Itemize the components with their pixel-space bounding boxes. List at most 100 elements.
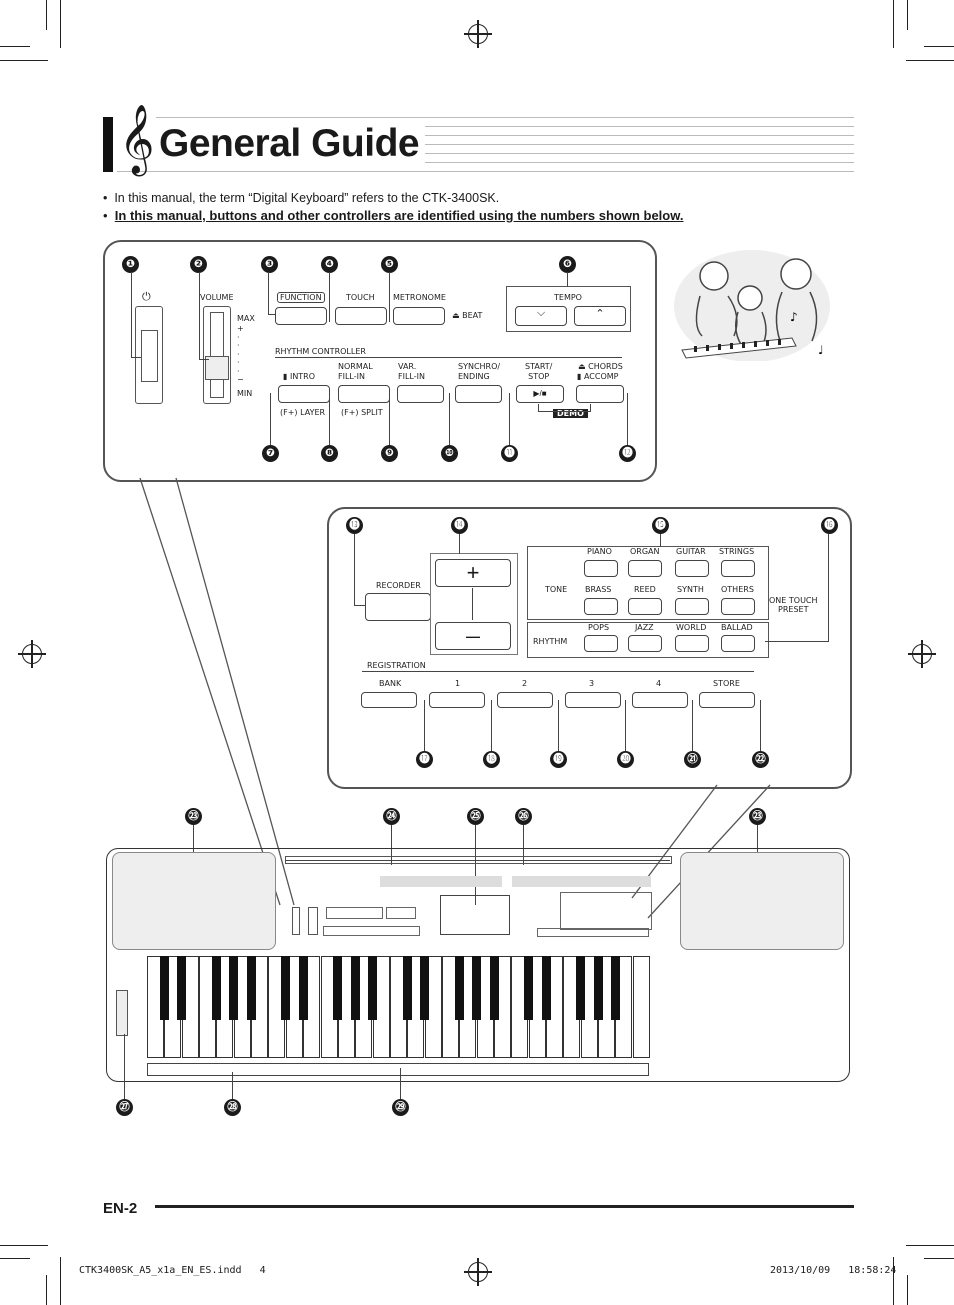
tone-piano-button[interactable] [584, 560, 618, 577]
tone-synth-button[interactable] [675, 598, 709, 615]
function-button[interactable] [275, 307, 327, 325]
rhythm-pops-button[interactable] [584, 635, 618, 652]
black-key[interactable] [211, 956, 221, 1020]
rhythm-world-button[interactable] [675, 635, 709, 652]
page-title: General Guide [155, 119, 426, 169]
callout-24: ㉔ [383, 808, 400, 825]
reg-1-button[interactable] [429, 692, 485, 708]
start-stop-button[interactable]: ▶/■ [516, 385, 564, 403]
black-key[interactable] [350, 956, 360, 1020]
reg-4-label: 4 [656, 679, 662, 688]
tone-brass-button[interactable] [584, 598, 618, 615]
black-key[interactable] [610, 956, 620, 1020]
black-key[interactable] [246, 956, 256, 1020]
reg-store-label: STORE [713, 679, 740, 688]
minus-button[interactable]: — [435, 622, 511, 650]
touch-button[interactable] [335, 307, 387, 325]
black-key[interactable] [229, 956, 239, 1020]
tone-guitar-button[interactable] [675, 560, 709, 577]
black-key[interactable] [420, 956, 430, 1020]
volume-scale-marks: +·····− [237, 324, 244, 384]
black-key[interactable] [472, 956, 482, 1020]
volume-label: VOLUME [200, 293, 234, 302]
reg-2-button[interactable] [497, 692, 553, 708]
registration-mark-top [464, 20, 492, 48]
black-key[interactable] [298, 956, 308, 1020]
plus-button[interactable]: + [435, 559, 511, 587]
tempo-down-button[interactable]: ⌵ [515, 306, 567, 326]
power-switch[interactable] [135, 306, 163, 404]
layer-label: (F+) LAYER [280, 408, 326, 417]
tone-organ-label: ORGAN [630, 547, 660, 556]
touch-label: TOUCH [346, 293, 375, 302]
rhythm-controller-label: RHYTHM CONTROLLER [275, 347, 366, 356]
start-stop-label: START/ STOP [525, 362, 553, 381]
black-key[interactable] [524, 956, 534, 1020]
callout-10: ❿ [441, 445, 458, 462]
reg-3-label: 3 [589, 679, 595, 688]
reg-bank-button[interactable] [361, 692, 417, 708]
black-key[interactable] [402, 956, 412, 1020]
black-key[interactable] [368, 956, 378, 1020]
pitch-bend-wheel[interactable] [116, 990, 128, 1036]
var-fill-in-button[interactable] [397, 385, 444, 403]
black-key[interactable] [159, 956, 169, 1020]
black-key[interactable] [333, 956, 343, 1020]
normal-fill-label: NORMAL FILL-IN [338, 362, 373, 381]
rhythm-jazz-label: JAZZ [635, 623, 654, 632]
tone-others-label: OTHERS [721, 585, 754, 594]
callout-11: ⓫ [501, 445, 518, 462]
tone-reed-button[interactable] [628, 598, 662, 615]
black-key[interactable] [177, 956, 187, 1020]
callout-20: ⓴ [617, 751, 634, 768]
chords-label: ⏏ CHORDS [578, 362, 623, 371]
synchro-ending-button[interactable] [455, 385, 502, 403]
registration-mark-bottom [464, 1258, 492, 1286]
black-key[interactable] [489, 956, 499, 1020]
family-playing-illustration: ♪ ♩ [674, 250, 830, 361]
rhythm-label: RHYTHM [533, 637, 568, 646]
volume-slider[interactable] [203, 306, 231, 404]
accomp-button[interactable] [576, 385, 624, 403]
intro-label: ▮ INTRO [283, 372, 316, 381]
tone-strings-button[interactable] [721, 560, 755, 577]
callout-23-left: ㉓ [185, 808, 202, 825]
registration-label: REGISTRATION [367, 661, 426, 670]
reg-4-button[interactable] [632, 692, 688, 708]
reg-3-button[interactable] [565, 692, 621, 708]
callout-17: ⓱ [416, 751, 433, 768]
bullet-1: • In this manual, the term “Digital Keyb… [103, 191, 500, 205]
black-key[interactable] [576, 956, 586, 1020]
rhythm-pops-label: POPS [588, 623, 610, 632]
music-stand-slot [285, 856, 672, 864]
reg-store-button[interactable] [699, 692, 755, 708]
recorder-button[interactable] [365, 593, 431, 621]
black-key[interactable] [281, 956, 291, 1020]
reg-2-label: 2 [522, 679, 528, 688]
rhythm-ballad-button[interactable] [721, 635, 755, 652]
tone-guitar-label: GUITAR [676, 547, 706, 556]
accomp-label: ▮ ACCOMP [577, 372, 619, 381]
callout-2: ❷ [190, 256, 207, 273]
reg-1-label: 1 [455, 679, 461, 688]
footer-filename: CTK3400SK_A5_x1a_EN_ES.indd 4 [79, 1265, 266, 1276]
value-buttons-group [430, 553, 518, 655]
callout-3: ❸ [261, 256, 278, 273]
callout-26: ㉖ [515, 808, 532, 825]
tempo-up-button[interactable]: ⌃ [574, 306, 626, 326]
callout-22: ㉒ [752, 751, 769, 768]
black-key[interactable] [593, 956, 603, 1020]
demo-label: DEMO [553, 409, 588, 418]
tone-brass-label: BRASS [585, 585, 612, 594]
footer-timestamp: 2013/10/09 18:58:24 [770, 1265, 897, 1276]
black-key[interactable] [541, 956, 551, 1020]
black-key[interactable] [454, 956, 464, 1020]
tone-organ-button[interactable] [628, 560, 662, 577]
metronome-label: METRONOME [393, 293, 446, 302]
tone-others-button[interactable] [721, 598, 755, 615]
metronome-button[interactable] [393, 307, 445, 325]
rhythm-jazz-button[interactable] [628, 635, 662, 652]
rhythm-group [527, 622, 769, 658]
white-key[interactable] [632, 956, 650, 1058]
